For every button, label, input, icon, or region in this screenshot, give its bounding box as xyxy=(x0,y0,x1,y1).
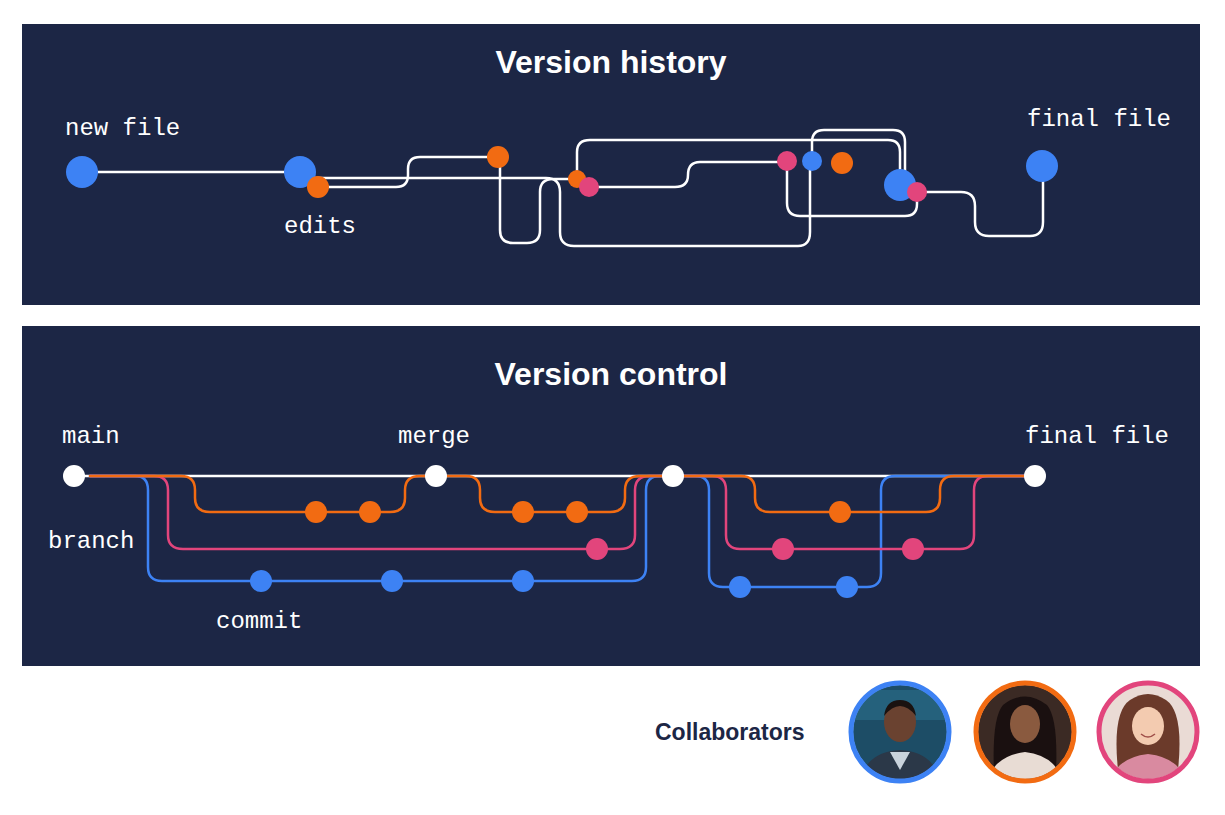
commit-dot xyxy=(902,538,924,560)
avatar-shirt xyxy=(890,752,910,770)
avatar xyxy=(976,683,1074,790)
diagram-label: final file xyxy=(1025,425,1169,449)
label-holder: edits xyxy=(284,215,356,239)
avatar-hair xyxy=(884,700,916,716)
version-dot xyxy=(66,156,98,188)
avatar-body xyxy=(1108,754,1188,790)
avatar-head xyxy=(1010,705,1040,743)
main-dot xyxy=(662,465,684,487)
avatar-head xyxy=(884,702,916,742)
commit-dot xyxy=(250,570,272,592)
avatar-figure xyxy=(1108,694,1188,790)
branch-line xyxy=(90,476,673,581)
label-holder: new file xyxy=(65,117,180,141)
diagram-label: merge xyxy=(398,425,470,449)
avatar-figure xyxy=(985,697,1065,791)
commit-dot xyxy=(836,576,858,598)
branch-line xyxy=(90,476,673,549)
avatar-ring xyxy=(976,683,1074,781)
history-dots xyxy=(66,146,1058,202)
branch-dots xyxy=(63,465,1046,598)
label-holder: branch xyxy=(48,530,134,554)
history-line xyxy=(318,157,498,187)
history-line xyxy=(577,140,900,185)
avatar-lights xyxy=(853,690,947,720)
history-line xyxy=(82,171,300,174)
commit-dot xyxy=(381,570,403,592)
avatar-hair xyxy=(1117,694,1180,770)
history-line xyxy=(917,166,1043,236)
branch-line xyxy=(90,476,436,512)
history-line xyxy=(300,161,810,246)
main-dot xyxy=(425,465,447,487)
commit-dot xyxy=(359,501,381,523)
branch-lines xyxy=(74,476,1035,587)
commit-dot xyxy=(729,576,751,598)
branch-line xyxy=(673,476,1035,549)
avatar-body xyxy=(985,752,1065,790)
edit-dot xyxy=(579,177,599,197)
label-holder: main xyxy=(62,425,120,449)
commit-dot xyxy=(512,501,534,523)
avatar-head xyxy=(1132,707,1164,745)
history-line xyxy=(500,160,577,243)
commit-dot xyxy=(566,501,588,523)
main-dot xyxy=(63,465,85,487)
avatar-ground xyxy=(853,685,947,779)
version-dot xyxy=(284,156,316,188)
avatar-ground xyxy=(978,685,1072,779)
label-holder: final file xyxy=(1025,425,1169,449)
edit-dot xyxy=(907,182,927,202)
history-line xyxy=(787,161,917,216)
legend-heading: Collaborators xyxy=(655,721,805,744)
edit-dot xyxy=(307,176,329,198)
avatar-body xyxy=(858,750,942,790)
edit-dot xyxy=(802,151,822,171)
diagram-label: edits xyxy=(284,215,356,239)
commit-dot xyxy=(772,538,794,560)
branch-line xyxy=(673,476,1035,512)
diagram-label: new file xyxy=(65,117,180,141)
history-line xyxy=(812,130,905,185)
diagram-label: commit xyxy=(216,610,302,634)
label-holder: final file xyxy=(1027,108,1171,132)
avatar-ring xyxy=(851,683,949,781)
diagram-label: final file xyxy=(1027,108,1171,132)
panel-title: Version history xyxy=(22,44,1200,81)
commit-dot xyxy=(829,501,851,523)
version-dot xyxy=(884,169,916,201)
panel-title: Version control xyxy=(22,356,1200,393)
edit-dot xyxy=(777,151,797,171)
panel: Version history xyxy=(22,24,1200,305)
commit-dot xyxy=(305,501,327,523)
edit-dot xyxy=(568,170,586,188)
edit-dot xyxy=(831,152,853,174)
main-dot xyxy=(1024,465,1046,487)
main-line xyxy=(74,475,1035,478)
avatar-ground xyxy=(1101,685,1195,779)
diagram-label: main xyxy=(62,425,120,449)
avatar xyxy=(1099,683,1197,790)
avatar xyxy=(851,683,949,790)
branch-line xyxy=(436,476,673,512)
label-holder: merge xyxy=(398,425,470,449)
commit-dot xyxy=(512,570,534,592)
label-holder: Collaborators xyxy=(655,721,805,744)
avatar-figure xyxy=(853,690,947,790)
panel: Version control xyxy=(22,326,1200,666)
edit-dot xyxy=(487,146,509,168)
avatar-ring xyxy=(1099,683,1197,781)
version-dot xyxy=(1026,150,1058,182)
diagram-label: branch xyxy=(48,530,134,554)
commit-dot xyxy=(586,538,608,560)
label-holder: commit xyxy=(216,610,302,634)
avatar-hair xyxy=(994,697,1057,791)
branch-line xyxy=(673,476,1035,587)
avatar-smile xyxy=(1141,734,1155,737)
history-line xyxy=(589,162,787,187)
history-lines xyxy=(82,130,1043,246)
